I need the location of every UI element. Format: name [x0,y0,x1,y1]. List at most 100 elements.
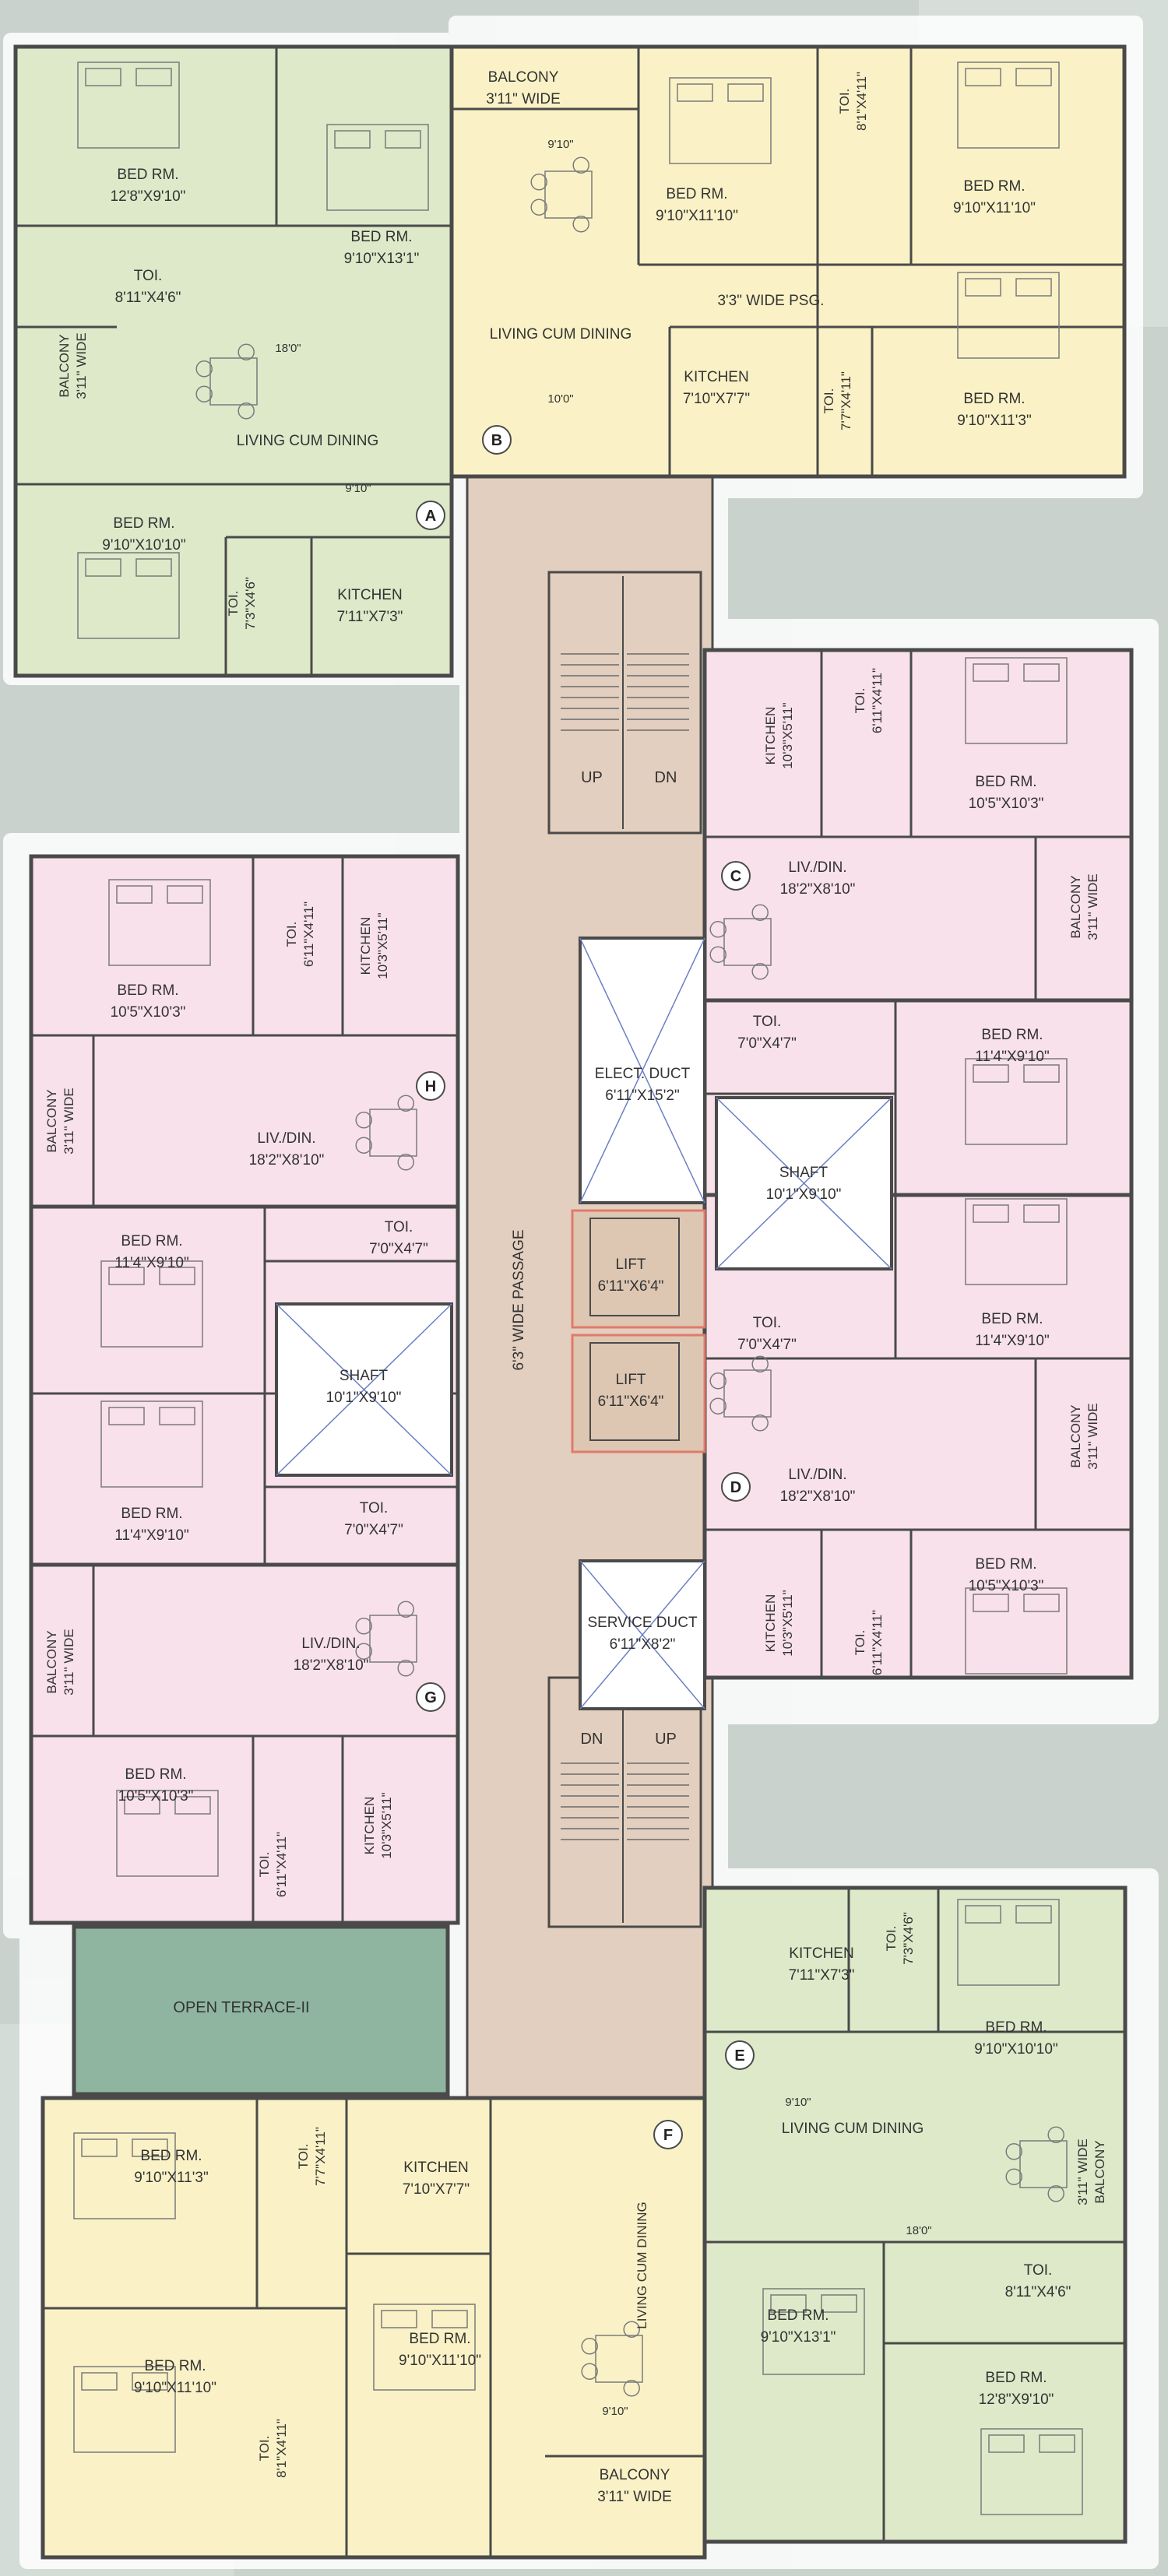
room-label: TOI. [257,1852,272,1878]
room-label: TOI. [296,2144,311,2170]
pillow-symbol [727,83,764,102]
bed-symbol [326,124,429,211]
pillow-symbol [988,2434,1025,2453]
room-label: BALCONY [600,2467,670,2483]
room-label: BALCONY [1068,1404,1083,1467]
dining-chair [581,2363,598,2380]
dining-table [723,918,772,966]
flat-marker-h [416,1071,445,1101]
pillow-symbol [770,2294,807,2313]
lift-2 [571,1334,706,1453]
room-label: TOI. [385,1219,413,1235]
room-label: KITCHEN [403,2160,468,2176]
flat-marker-e [725,2040,755,2070]
room-label: BED RM. [666,186,727,202]
room-label: 18'2"X8'10" [780,881,856,898]
room-label: 7'10"X7'7" [683,391,750,407]
room-label: 9'10" [547,138,573,151]
room-label: DN [655,769,677,786]
room-label: TOI. [284,922,299,947]
room-label: 9'10"X10'10" [974,2041,1057,2058]
room-label: TOI. [884,1926,899,1952]
flat-marker-label: B [491,432,502,449]
room-label: 6'11"X4'11" [274,1832,289,1897]
room-label: 18'0" [906,2224,931,2237]
room-label: BALCONY [44,1630,59,1693]
room-label: 7'0"X4'7" [344,1522,403,1538]
flat-marker-label: E [734,2047,744,2065]
bed-symbol [965,1058,1068,1145]
room-label: 10'3"X5'11" [375,912,390,979]
room-label: 6'11"X4'11" [870,1610,885,1675]
bed-symbol [957,272,1060,359]
room-label: SERVICE DUCT [587,1615,698,1631]
flat-marker-label: H [425,1078,436,1095]
room-label: 11'4"X9'10" [114,1527,188,1544]
bed-symbol [100,1260,203,1348]
dining-chair [355,1137,372,1154]
pillow-symbol [973,1594,1009,1612]
bed-symbol [77,62,180,149]
room-label: 6'11"X8'2" [610,1636,676,1653]
dining-chair [530,174,547,191]
pillow-symbol [965,1905,1001,1924]
flat-marker-d [721,1472,751,1502]
room-label: LIVING CUM DINING [237,433,379,449]
room-label: LIV./DIN. [788,1467,846,1483]
dining-chair [751,963,769,980]
room-label: 10'3"X5'11" [780,702,795,768]
dining-chair [1005,2168,1022,2185]
dining-chair [237,402,255,420]
room-label: 7'0"X4'7" [737,1035,797,1052]
bed-symbol [73,2366,176,2453]
room-label: BALCONY [488,69,559,86]
room-label: UP [655,1731,677,1748]
room-label: TOI. [226,591,241,617]
flat-marker-label: C [730,868,741,885]
lift-1 [571,1209,706,1329]
room-label: 6'11"X6'4" [598,1393,664,1410]
dining-chair [355,1643,372,1660]
room-label: LIV./DIN. [301,1636,360,1652]
room-label: 8'1"X4'11" [274,2419,289,2478]
room-label: 8'11"X4'6" [115,290,181,306]
room-label: 3'11" WIDE [74,332,89,399]
room-label: LIFT [615,1372,646,1388]
room-label: BALCONY [1092,2140,1107,2203]
room-label: KITCHEN [763,707,778,765]
dining-table [723,1369,772,1418]
room-label: BED RM. [985,2370,1047,2386]
dining-chair [237,343,255,360]
room-label: 18'2"X8'10" [294,1657,369,1674]
room-label: KITCHEN [763,1594,778,1653]
room-label: KITCHEN [684,369,748,385]
pillow-symbol [821,2294,857,2313]
bed-symbol [957,1899,1060,1986]
flat-c [702,648,1134,1003]
bed-symbol [980,2428,1083,2515]
room-label: 18'2"X8'10" [249,1152,325,1169]
room-label: 7'11"X7'3" [337,609,403,625]
bed-symbol [116,1790,219,1877]
room-label: 9'10" [785,2096,811,2109]
dining-chair [195,385,213,402]
bed-symbol [762,2288,865,2375]
room-label: 9'10"X13'1" [761,2329,836,2346]
flat-marker-g [416,1682,445,1712]
bed-symbol [965,1587,1068,1675]
pillow-symbol [965,68,1001,86]
pillow-symbol [1015,278,1052,297]
room-label: KITCHEN [362,1797,377,1855]
room-label: LIV./DIN. [257,1130,315,1147]
pillow-symbol [135,68,172,86]
room-label: 7'7"X4'11" [313,2127,328,2186]
pillow-symbol [132,2138,168,2157]
room-label: BED RM. [981,1027,1043,1043]
room-label: SHAFT [339,1368,389,1384]
pillow-symbol [124,1796,160,1815]
room-label: TOI. [1024,2262,1053,2279]
dining-chair [1005,2143,1022,2160]
pillow-symbol [1039,2434,1075,2453]
